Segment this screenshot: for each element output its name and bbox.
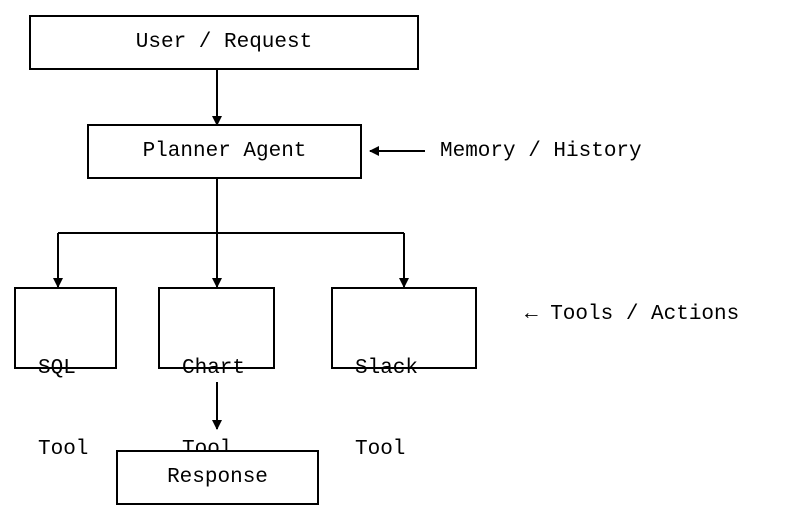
annotation-memory-history: Memory / History	[440, 140, 642, 163]
node-sql-tool-line1: SQL	[38, 357, 76, 380]
node-chart-tool-line1: Chart	[182, 357, 246, 380]
annotation-tools-actions: ← Tools / Actions	[525, 303, 740, 326]
node-response-label: Response	[167, 466, 268, 489]
node-slack-tool-line1: Slack	[355, 357, 419, 380]
node-response: Response	[116, 450, 319, 505]
node-slack-tool: Slack Tool	[331, 287, 477, 461]
node-slack-tool-line2: Tool	[355, 438, 406, 461]
node-chart-tool: Chart Tool	[158, 287, 275, 461]
node-sql-tool: SQL Tool	[14, 287, 117, 461]
node-user-request: User / Request	[29, 15, 419, 70]
node-planner-agent: Planner Agent	[87, 124, 362, 179]
node-sql-tool-line2: Tool	[38, 438, 89, 461]
node-user-request-label: User / Request	[135, 31, 313, 54]
node-planner-agent-label: Planner Agent	[142, 140, 307, 163]
